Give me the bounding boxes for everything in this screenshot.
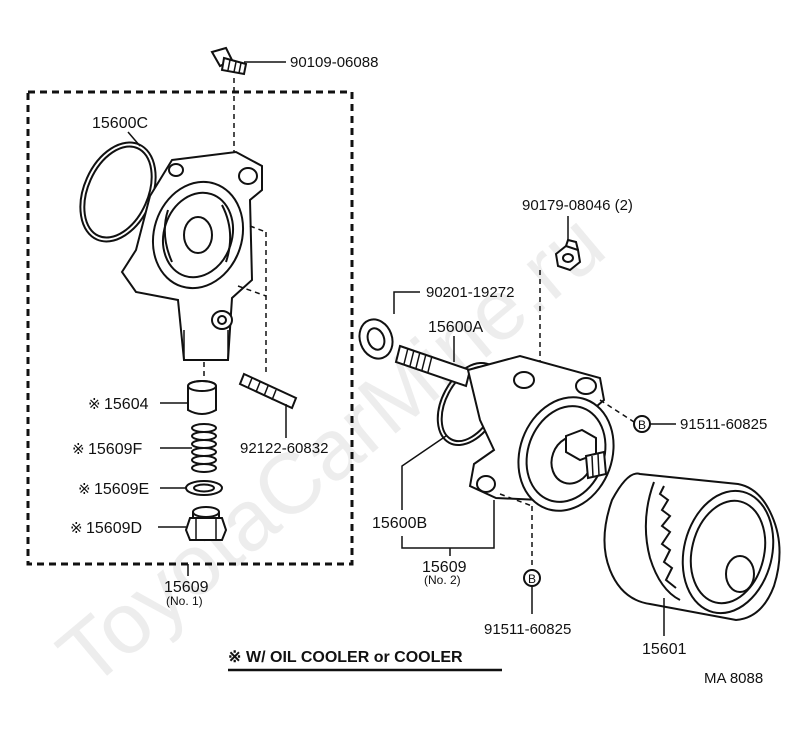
leader-90201: [393, 291, 420, 314]
marker-b-right-text: B: [638, 418, 646, 432]
center-union-fitting: [565, 428, 608, 480]
union-bolt-90109: [210, 46, 248, 76]
label-15609d: 15609D: [86, 520, 142, 537]
filter-bracket-no1: [120, 150, 263, 361]
label-15609-no2: 15609: [422, 559, 467, 576]
filter-bracket-no2: [466, 354, 615, 512]
footnote-mark: ※: [228, 649, 241, 666]
note-mark-15609f: ※: [72, 441, 85, 458]
label-90179: 90179-08046 (2): [522, 197, 633, 214]
label-15609-no1-sub: (No. 1): [166, 594, 203, 608]
leader-15600c: [127, 131, 141, 147]
label-91511-bottom: 91511-60825: [484, 621, 571, 638]
plug-15609d: [184, 506, 228, 541]
label-15609f: 15609F: [88, 441, 142, 458]
gasket-90201: [358, 318, 394, 360]
label-15609e: 15609E: [94, 481, 149, 498]
label-91511-right: 91511-60825: [680, 416, 767, 433]
note-mark-15609d: ※: [70, 520, 83, 537]
figure-id: MA 8088: [704, 670, 763, 687]
label-15604: 15604: [104, 396, 149, 413]
label-90109: 90109-06088: [290, 54, 378, 71]
o-ring-15600c-inner: [83, 145, 153, 239]
leader-15609-no2-bracket: [401, 500, 495, 549]
leader-15600b: [401, 435, 447, 510]
label-15600b: 15600B: [372, 515, 427, 532]
assembly-no1-dashed-frame: [26, 90, 354, 566]
label-90201: 90201-19272: [426, 284, 514, 301]
gasket-15609e: [185, 480, 223, 496]
note-mark-15609e: ※: [78, 481, 91, 498]
stud-92122: [238, 372, 298, 410]
label-92122: 92122-60832: [240, 440, 328, 457]
label-15600c: 15600C: [92, 115, 148, 132]
spring-15609f: [191, 423, 217, 473]
label-15600a: 15600A: [428, 319, 483, 336]
oil-filter-15601: [603, 472, 781, 622]
nut-90179: [554, 238, 582, 272]
label-15609-no1: 15609: [164, 579, 209, 596]
relief-valve-15604: [187, 380, 217, 415]
marker-b-bottom-text: B: [528, 572, 536, 586]
footnote-text: W/ OIL COOLER or COOLER: [246, 649, 463, 666]
label-15609-no2-sub: (No. 2): [424, 573, 461, 587]
dash-to-marker-b-right: [599, 399, 635, 423]
dash-bracket-right-1: [249, 225, 267, 233]
dash-to-marker-b-bottom: [499, 493, 533, 507]
dash-bracket-right-2: [237, 285, 267, 297]
note-mark-15604: ※: [88, 396, 101, 413]
stud-15600a: [394, 344, 472, 388]
label-15601: 15601: [642, 641, 687, 658]
